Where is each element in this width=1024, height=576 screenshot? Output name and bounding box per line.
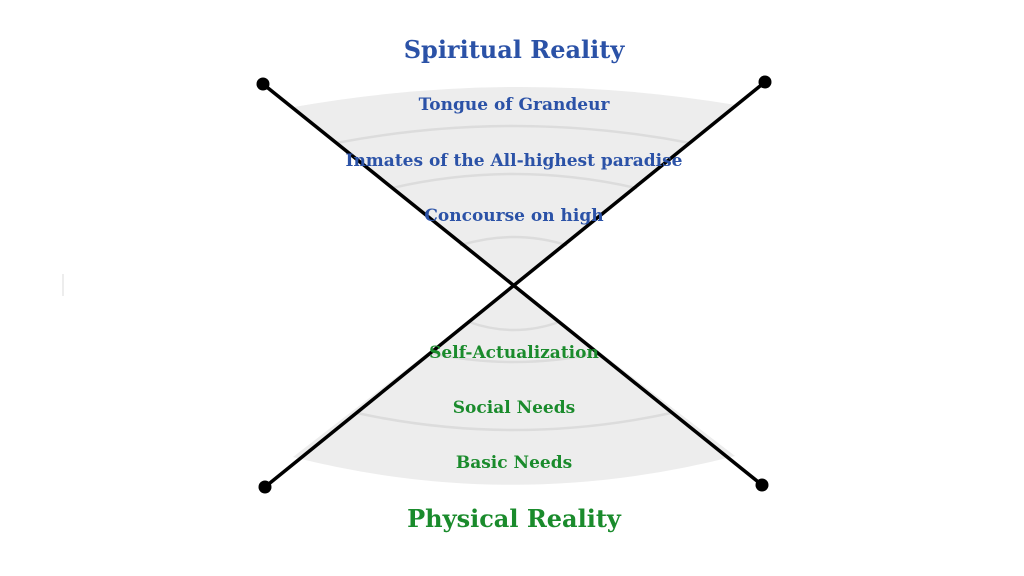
- endpoint-dot-bottom-left: [258, 480, 272, 494]
- spiritual-level-label: Tongue of Grandeur: [419, 95, 611, 115]
- spiritual-level-divider-arc: [390, 172, 638, 190]
- spiritual-level-divider-arc: [459, 235, 568, 247]
- physical-level-label: Self-Actualization: [429, 343, 599, 363]
- endpoint-dot-top-right: [758, 75, 772, 89]
- spiritual-fan-shape: [294, 86, 736, 286]
- physical-level-divider-arc: [428, 351, 600, 364]
- endpoint-dot-bottom-right: [755, 478, 769, 492]
- physical-level-label: Social Needs: [453, 398, 575, 418]
- physical-level-divider-arc: [467, 320, 561, 332]
- spiritual-reality-title: Spiritual Reality: [404, 35, 626, 64]
- diagonal-line-topright-bottomleft: [263, 80, 767, 489]
- spiritual-level-label: Inmates of the All-highest paradise: [346, 151, 683, 171]
- endpoint-dot-top-left: [256, 77, 270, 91]
- spiritual-level-divider-arc: [334, 124, 692, 145]
- physical-level-label: Basic Needs: [456, 453, 572, 473]
- physical-level-divider-arc: [355, 411, 673, 432]
- stray-caret-artifact: [62, 274, 64, 296]
- physical-reality-title: Physical Reality: [407, 504, 622, 533]
- spiritual-level-label: Concourse on high: [424, 206, 603, 226]
- physical-fan-shape: [293, 286, 735, 485]
